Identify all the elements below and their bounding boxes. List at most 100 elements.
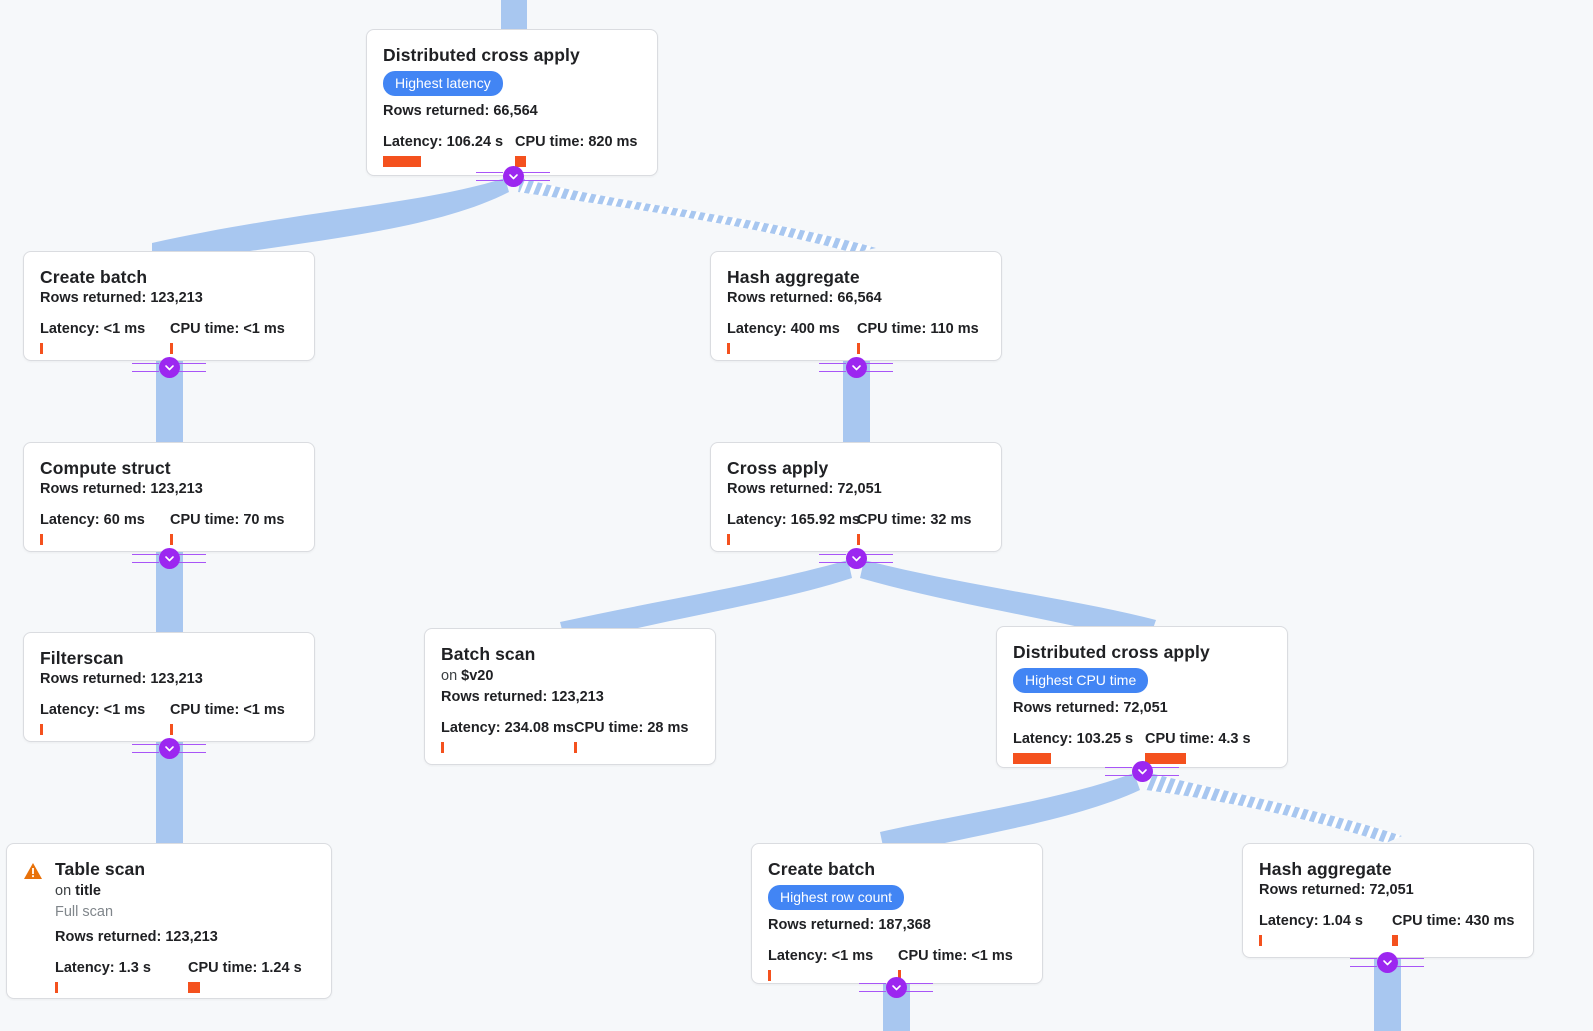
latency-bar <box>40 343 43 354</box>
connector-line-left <box>132 743 159 753</box>
cpu-bar <box>188 982 200 993</box>
cpu-label: CPU time: 820 ms <box>515 134 638 150</box>
latency-bar <box>1259 935 1262 946</box>
chevron-down-icon[interactable] <box>158 356 180 378</box>
latency-bar <box>40 724 43 735</box>
cpu-metric: CPU time: 32 ms <box>857 512 971 545</box>
plan-node-table-scan[interactable]: Table scan on title Full scan Rows retur… <box>6 843 332 999</box>
cpu-label: CPU time: 430 ms <box>1392 913 1515 929</box>
connector-filterscan[interactable] <box>124 737 214 759</box>
connector-line-right <box>866 362 893 372</box>
cpu-label: CPU time: 4.3 s <box>1145 731 1251 747</box>
connector-line-left <box>859 982 886 992</box>
cpu-bar <box>898 970 901 981</box>
cpu-metric: CPU time: 110 ms <box>857 321 979 354</box>
node-on-target: on $v20 <box>441 667 699 686</box>
rows-returned: Rows returned: 66,564 <box>383 103 538 119</box>
plan-node-hash-aggregate-mid[interactable]: Hash aggregate Rows returned: 66,564 Lat… <box>710 251 1002 361</box>
on-target-value: title <box>75 883 101 899</box>
cpu-label: CPU time: 28 ms <box>574 720 689 736</box>
latency-bar <box>1013 753 1051 764</box>
plan-node-distributed-cross-apply-inner[interactable]: Distributed cross apply Highest CPU time… <box>996 626 1288 768</box>
connector-line-left <box>1105 766 1132 776</box>
chevron-down-icon[interactable] <box>1376 951 1398 973</box>
latency-bar <box>727 534 730 545</box>
latency-label: Latency: <1 ms <box>40 702 146 718</box>
node-metrics: Latency: 234.08 ms CPU time: 28 ms <box>441 720 699 753</box>
plan-node-filterscan[interactable]: Filterscan Rows returned: 123,213 Latenc… <box>23 632 315 742</box>
chevron-down-icon[interactable] <box>845 356 867 378</box>
cpu-metric: CPU time: <1 ms <box>170 321 285 354</box>
node-title: Compute struct <box>40 458 171 478</box>
cpu-metric: CPU time: 28 ms <box>574 720 688 753</box>
latency-label: Latency: 400 ms <box>727 321 840 337</box>
connector-line-right <box>866 553 893 563</box>
connector-distributed-cross-apply-inner[interactable] <box>1097 760 1187 782</box>
latency-metric: Latency: 400 ms <box>727 321 857 354</box>
latency-label: Latency: 60 ms <box>40 512 145 528</box>
cpu-label: CPU time: 70 ms <box>170 512 285 528</box>
plan-node-create-batch-left[interactable]: Create batch Rows returned: 123,213 Late… <box>23 251 315 361</box>
node-title: Batch scan <box>441 644 536 664</box>
cpu-bar <box>1392 935 1398 946</box>
warning-icon <box>24 863 42 879</box>
node-title: Filterscan <box>40 648 124 668</box>
connector-line-left <box>1350 957 1377 967</box>
connector-create-batch-left[interactable] <box>124 356 214 378</box>
connector-line-right <box>1152 766 1179 776</box>
connector-line-left <box>132 362 159 372</box>
latency-label: Latency: 106.24 s <box>383 134 504 150</box>
node-metrics: Latency: <1 ms CPU time: <1 ms <box>40 702 298 735</box>
node-title: Distributed cross apply <box>1013 642 1210 662</box>
latency-metric: Latency: 106.24 s <box>383 134 515 167</box>
edge-root-to-hash-aggregate <box>518 178 876 253</box>
cpu-label: CPU time: <1 ms <box>898 948 1013 964</box>
node-metrics: Latency: <1 ms CPU time: <1 ms <box>768 948 1026 981</box>
latency-bar <box>441 742 444 753</box>
plan-node-compute-struct[interactable]: Compute struct Rows returned: 123,213 La… <box>23 442 315 552</box>
latency-metric: Latency: <1 ms <box>40 321 170 354</box>
chevron-down-icon[interactable] <box>885 976 907 998</box>
connector-cross-apply[interactable] <box>811 547 901 569</box>
node-metrics: Latency: 103.25 s CPU time: 4.3 s <box>1013 731 1271 764</box>
status-badge-highest-cpu-time: Highest CPU time <box>1013 668 1149 693</box>
latency-bar <box>727 343 730 354</box>
cpu-label: CPU time: 1.24 s <box>188 960 302 976</box>
node-metrics: Latency: 106.24 s CPU time: 820 ms <box>383 134 641 167</box>
plan-node-hash-aggregate-right[interactable]: Hash aggregate Rows returned: 72,051 Lat… <box>1242 843 1534 958</box>
connector-line-right <box>179 553 206 563</box>
connector-hash-aggregate-right[interactable] <box>1342 951 1432 973</box>
on-target-value: $v20 <box>461 668 494 684</box>
connector-line-right <box>906 982 933 992</box>
connector-distributed-cross-apply-root[interactable] <box>468 165 558 187</box>
chevron-down-icon[interactable] <box>1131 760 1153 782</box>
cpu-metric: CPU time: 430 ms <box>1392 913 1515 946</box>
latency-bar <box>40 534 43 545</box>
cpu-label: CPU time: 110 ms <box>857 321 979 337</box>
plan-node-batch-scan[interactable]: Batch scan on $v20 Rows returned: 123,21… <box>424 628 716 765</box>
plan-node-create-batch-highest-rows[interactable]: Create batch Highest row count Rows retu… <box>751 843 1043 984</box>
chevron-down-icon[interactable] <box>158 737 180 759</box>
cpu-metric: CPU time: 4.3 s <box>1145 731 1251 764</box>
connector-line-left <box>476 171 503 181</box>
plan-node-distributed-cross-apply-root[interactable]: Distributed cross apply Highest latency … <box>366 29 658 176</box>
latency-label: Latency: <1 ms <box>40 321 146 337</box>
cpu-metric: CPU time: 70 ms <box>170 512 284 545</box>
latency-label: Latency: 1.04 s <box>1259 913 1363 929</box>
chevron-down-icon[interactable] <box>158 547 180 569</box>
edge-root-in <box>501 0 527 29</box>
plan-node-cross-apply[interactable]: Cross apply Rows returned: 72,051 Latenc… <box>710 442 1002 552</box>
connector-line-right <box>179 743 206 753</box>
node-metrics: Latency: 1.3 s CPU time: 1.24 s <box>55 960 315 993</box>
chevron-down-icon[interactable] <box>502 165 524 187</box>
chevron-down-icon[interactable] <box>845 547 867 569</box>
rows-returned: Rows returned: 123,213 <box>40 290 203 306</box>
latency-label: Latency: 234.08 ms <box>441 720 574 736</box>
cpu-bar <box>1145 753 1186 764</box>
connector-hash-aggregate-mid[interactable] <box>811 356 901 378</box>
connector-create-batch-highest-rows[interactable] <box>851 976 941 998</box>
rows-returned: Rows returned: 72,051 <box>727 481 882 497</box>
node-title: Table scan <box>55 859 146 879</box>
connector-compute-struct[interactable] <box>124 547 214 569</box>
